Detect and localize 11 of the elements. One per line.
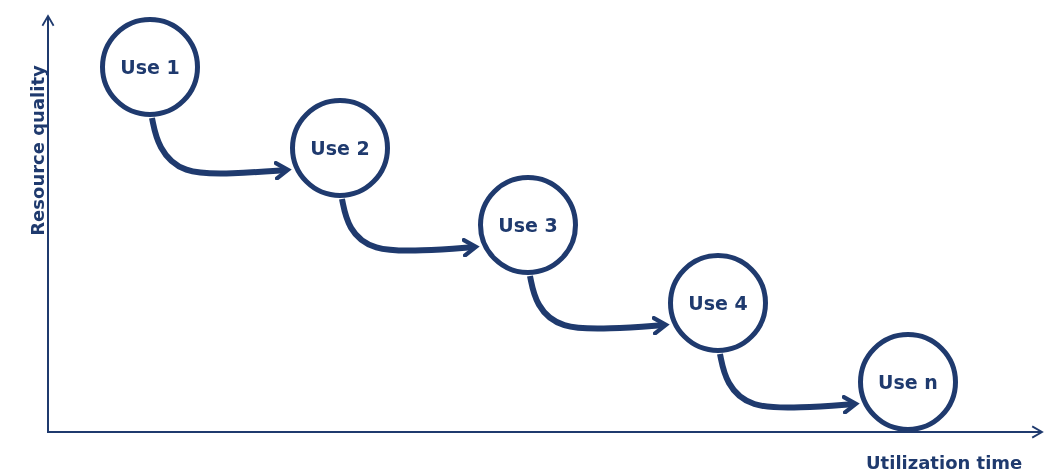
node-label: Use n [878,371,938,393]
curved-arrow [527,275,669,336]
curved-arrow [149,117,291,181]
curved-arrow [717,353,859,415]
node-label: Use 3 [498,214,558,236]
curved-arrow [339,198,479,258]
axis-title: Resource quality [26,65,48,236]
node-label: Use 2 [310,137,370,159]
node-label: Use 4 [688,292,748,314]
node-label: Use 1 [120,56,180,78]
axis-title: Utilization time [866,452,1023,473]
